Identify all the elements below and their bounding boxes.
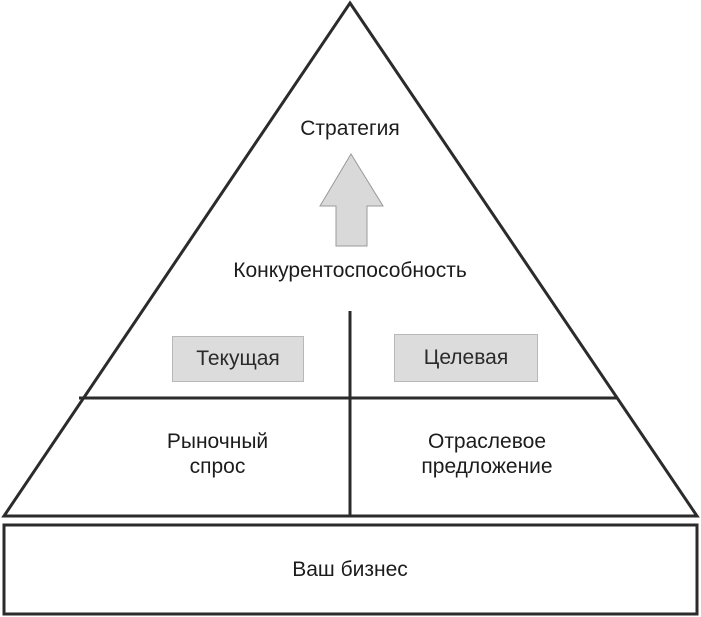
competitiveness-label: Конкурентоспособность [233,259,467,282]
industry-supply-label: Отраслевое предложение [421,430,553,479]
base-rectangle [2,523,699,616]
market-demand-label: Рыночный спрос [166,430,269,479]
your-business-label: Ваш бизнес [292,558,408,581]
up-arrow-icon [319,153,384,247]
current-box: Текущая [172,336,304,382]
target-box: Целевая [394,334,538,382]
strategy-label: Стратегия [300,117,400,140]
